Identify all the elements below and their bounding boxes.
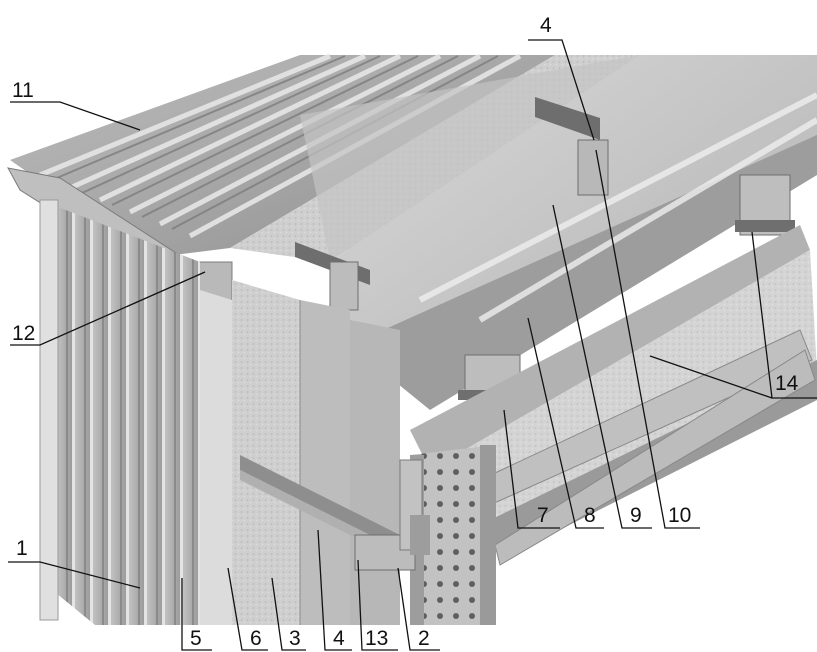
leader-line-13: [357, 559, 398, 651]
wall-rail: [240, 455, 430, 571]
leader-line-8: [527, 317, 604, 529]
callout-label-14: 14: [775, 372, 799, 395]
leader-line-5: [181, 578, 212, 651]
callout-label-5: 5: [190, 627, 202, 650]
callout-label-3: 3: [289, 627, 301, 650]
callout-label-7: 7: [537, 504, 549, 527]
leader-line-2: [397, 567, 440, 651]
leader-line-6: [227, 567, 268, 651]
callout-label-4-lower: 4: [333, 627, 345, 650]
callout-label-8: 8: [584, 504, 596, 527]
callout-label-2: 2: [418, 627, 430, 650]
wall-outer-sheet: [39, 199, 200, 625]
callout-label-11: 11: [12, 79, 34, 102]
callout-layer: 1 5 6 3 4 13 2 7 8 9 10 4: [8, 14, 817, 651]
wall-insulation-layers: [200, 280, 400, 625]
leader-line-14b: [649, 355, 773, 399]
callout-label-4-upper: 4: [540, 14, 552, 37]
callout-label-1: 1: [16, 537, 28, 560]
leader-line-4-lower: [317, 529, 352, 651]
callout-label-10: 10: [668, 504, 691, 527]
leader-line-12: [10, 271, 206, 346]
leader-line-9: [552, 204, 652, 529]
callout-label-6: 6: [250, 627, 262, 650]
leader-line-3: [271, 577, 306, 651]
leader-line-7: [503, 409, 560, 529]
leader-line-10: [595, 149, 700, 529]
leader-line-4-upper: [528, 39, 595, 141]
callout-label-9: 9: [630, 504, 642, 527]
callout-label-12: 12: [12, 322, 35, 345]
steel-beam: [410, 225, 817, 566]
leader-line-1: [8, 561, 141, 589]
callout-label-13: 13: [365, 627, 388, 650]
roof-inner-sheet: [330, 55, 817, 410]
leader-line-11: [10, 101, 141, 131]
